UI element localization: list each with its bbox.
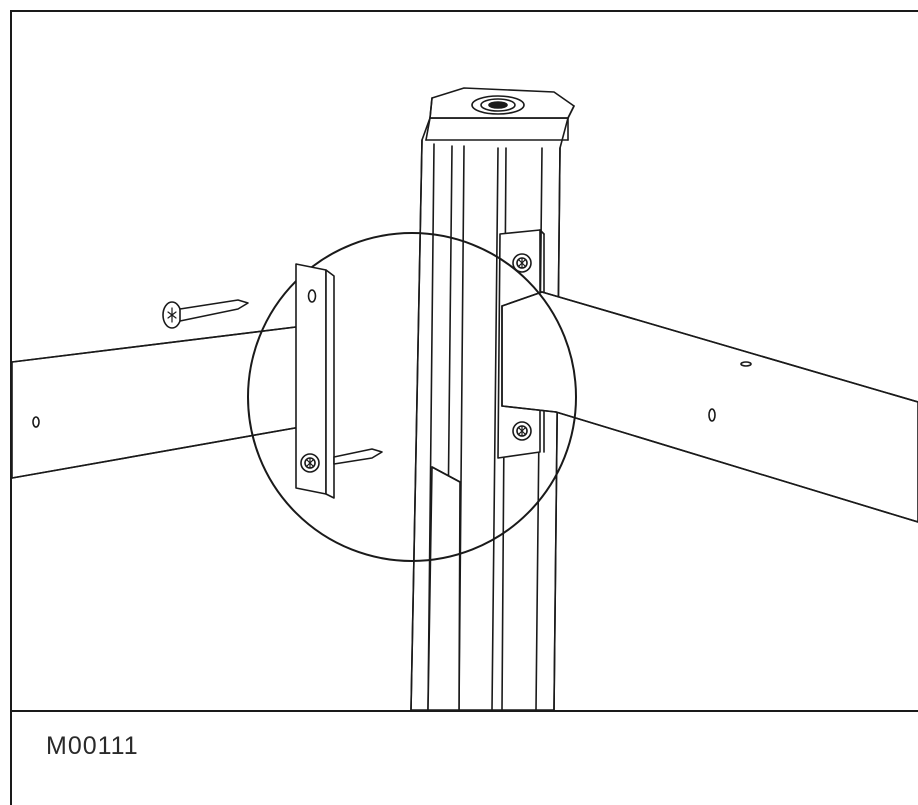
bracket-screw-icon (512, 421, 532, 441)
caption-bar: M00111 (12, 710, 918, 805)
post-cap (425, 87, 575, 141)
bracket-screw-icon (512, 253, 532, 273)
part-code: M00111 (46, 732, 139, 760)
rail-screw-icon (162, 299, 249, 329)
rail-hole-icon (740, 361, 752, 367)
left-rail (12, 324, 313, 479)
rail-hole-icon (708, 408, 716, 422)
rail-screw-icon (333, 448, 383, 465)
assembly-illustration (12, 12, 918, 710)
bracket-hole-icon (307, 289, 317, 303)
zoom-circle-icon (247, 232, 577, 562)
right-rail (501, 291, 918, 523)
instruction-frame: M00111 (10, 10, 918, 805)
assembly-drawing (12, 87, 918, 710)
left-bracket (295, 263, 335, 499)
rail-hole-icon (32, 416, 40, 428)
bracket-screw-icon (300, 453, 320, 473)
